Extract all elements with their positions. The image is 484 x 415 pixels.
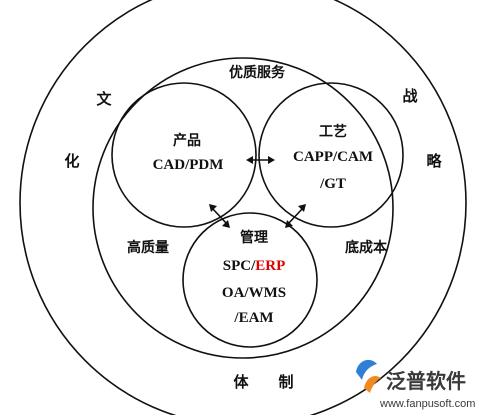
inner-label-quality: 高质量 <box>127 239 169 256</box>
outer-circle <box>19 0 467 415</box>
inner-label-service: 优质服务 <box>229 64 286 81</box>
inner-circle <box>92 57 394 359</box>
arrow-process-management <box>285 204 306 228</box>
management-systems-line3: /EAM <box>233 310 273 326</box>
product-title: 产品 <box>173 132 201 149</box>
management-prefix: SPC/ <box>223 258 256 274</box>
logo-brand-text: 泛普软件 <box>386 369 466 393</box>
management-circle <box>182 212 318 348</box>
product-circle <box>111 82 257 228</box>
outer-char-system-2: 制 <box>278 373 293 391</box>
logo-url-text: www.fanpusoft.com <box>379 398 475 410</box>
inner-label-cost: 底成本 <box>345 239 388 256</box>
product-systems: CAD/PDM <box>153 157 224 173</box>
arrow-product-management <box>209 204 230 228</box>
outer-char-strategy-1: 战 <box>402 87 417 105</box>
management-title: 管理 <box>240 229 268 246</box>
management-systems-line2: OA/WMS <box>222 285 286 301</box>
process-title: 工艺 <box>319 123 347 140</box>
outer-char-culture-2: 化 <box>64 152 79 170</box>
management-systems-line1: SPC/ERP <box>223 258 286 274</box>
process-systems-line2: /GT <box>319 176 346 192</box>
fanpusoft-logo: 泛普软件 www.fanpusoft.com <box>356 359 475 410</box>
outer-char-strategy-2: 略 <box>426 152 442 170</box>
outer-char-culture-1: 文 <box>96 90 112 108</box>
process-systems-line1: CAPP/CAM <box>293 149 373 165</box>
process-circle <box>258 82 404 228</box>
outer-char-system-1: 体 <box>233 373 249 391</box>
fanpusoft-logo-icon <box>356 359 381 393</box>
erp-highlight: ERP <box>255 258 285 274</box>
arrow-product-process <box>246 156 275 164</box>
